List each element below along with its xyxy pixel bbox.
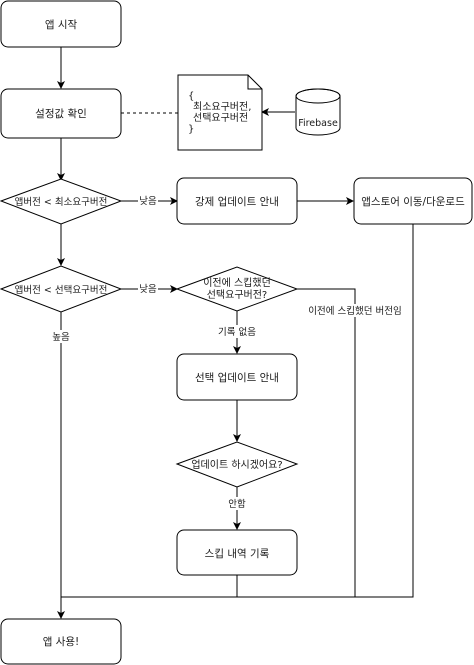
note-brace-open: { <box>188 91 194 102</box>
node-force-update <box>176 177 298 225</box>
label-selective-update: 선택 업데이트 안내 <box>195 371 279 384</box>
node-decision-update <box>175 441 299 488</box>
label-decision-skipped-2: 선택요구버전? <box>207 289 268 301</box>
label-firebase: Firebase <box>298 118 338 129</box>
note-brace-close: } <box>188 124 194 135</box>
label-decision-skipped-1: 이전에 스킵했던 <box>203 276 271 289</box>
edge-label-no-record: 기록 없음 <box>218 326 256 338</box>
label-decision-update: 업데이트 하시겠어요? <box>191 458 282 471</box>
label-app-use: 앱 사용! <box>43 636 80 648</box>
node-decision-min <box>0 178 123 225</box>
node-decision-skipped <box>175 266 299 312</box>
label-app-start: 앱 시작 <box>45 19 78 31</box>
label-decision-min: 앱버전 < 최소요구버전 <box>15 196 108 208</box>
edge-skipped-to-merge <box>297 288 356 597</box>
node-settings-note <box>177 74 263 151</box>
edge-label-low-2: 낮음 <box>139 284 157 295</box>
node-skip-record <box>176 529 298 576</box>
label-check-settings: 설정값 확인 <box>35 107 87 120</box>
firebase-top <box>295 88 341 104</box>
edge-label-skipped-version: 이전에 스킵했던 버전임 <box>308 305 401 317</box>
node-app-use <box>0 618 122 665</box>
edge-appstore-to-merge <box>61 224 414 598</box>
label-decision-selected: 앱버전 < 선택요구버전 <box>15 284 108 296</box>
edge-label-no: 안함 <box>228 499 246 510</box>
label-skip-record: 스킵 내역 기록 <box>205 547 270 560</box>
note-min-version: 최소요구버전, <box>193 101 251 113</box>
label-force-update: 강제 업데이트 안내 <box>195 195 279 208</box>
edge-label-low-1: 낮음 <box>139 196 157 207</box>
edge-label-high: 높음 <box>52 332 70 343</box>
label-app-store: 앱스토어 이동/다운로드 <box>361 196 465 208</box>
node-decision-selected <box>0 265 123 313</box>
node-app-store <box>353 177 473 225</box>
node-check-settings <box>0 88 122 139</box>
note-selected-version: 선택요구버전 <box>193 112 248 124</box>
node-selective-update <box>176 353 298 401</box>
node-app-start <box>0 0 122 48</box>
note-fold <box>247 75 262 90</box>
